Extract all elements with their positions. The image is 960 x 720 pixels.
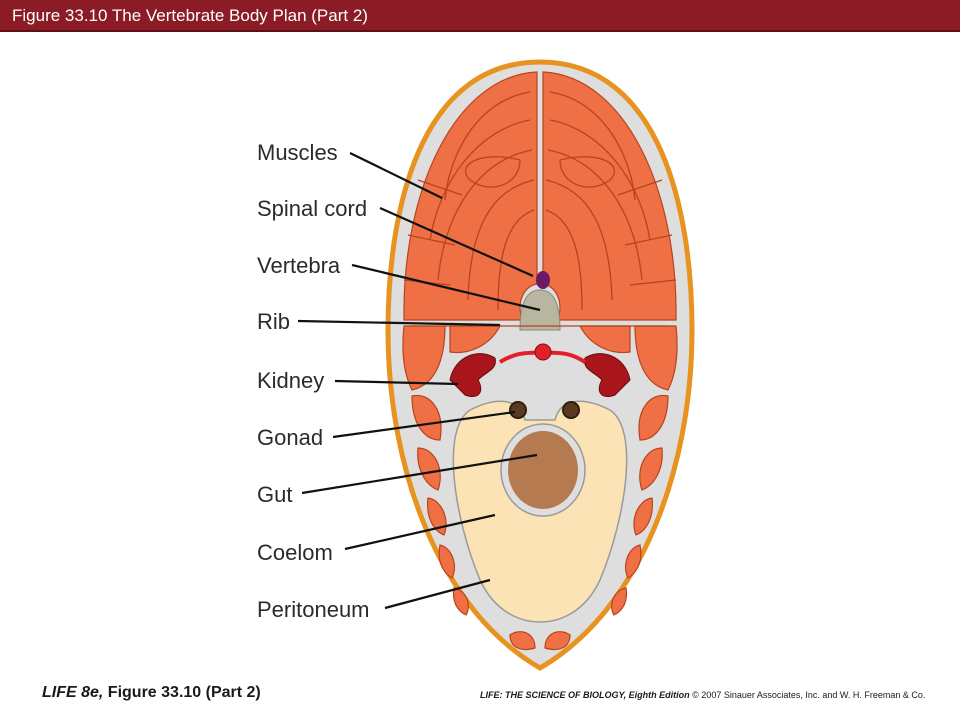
label-peritoneum: Peritoneum — [257, 597, 370, 622]
label-vertebra: Vertebra — [257, 253, 341, 278]
label-coelom: Coelom — [257, 540, 333, 565]
kidney-right — [584, 353, 631, 397]
caption-book: LIFE 8e, — [42, 684, 104, 701]
label-gut: Gut — [257, 482, 292, 507]
lateral-muscles — [402, 325, 678, 651]
dorsal-aorta — [534, 343, 552, 361]
label-gonad: Gonad — [257, 425, 323, 450]
cross-section-diagram: Muscles Spinal cord Vertebra Rib Kidney … — [257, 59, 695, 671]
figure-caption: LIFE 8e, Figure 33.10 (Part 2) — [42, 684, 261, 702]
spinal-cord — [536, 271, 550, 289]
gonad-right — [562, 401, 580, 419]
label-rib: Rib — [257, 309, 290, 334]
page-title: Figure 33.10 The Vertebrate Body Plan (P… — [12, 6, 368, 25]
leader-lines — [297, 152, 541, 610]
label-kidney: Kidney — [257, 368, 324, 393]
dorsal-muscles — [403, 71, 677, 321]
copyright-line: LIFE: THE SCIENCE OF BIOLOGY, Eighth Edi… — [480, 690, 925, 700]
title-bar: Figure 33.10 The Vertebrate Body Plan (P… — [0, 0, 960, 32]
myomere-lines — [403, 91, 677, 311]
gonad-left — [509, 401, 527, 419]
label-spinal-cord: Spinal cord — [257, 196, 367, 221]
copyright-text: © 2007 Sinauer Associates, Inc. and W. H… — [689, 690, 926, 700]
caption-figure: Figure 33.10 (Part 2) — [103, 684, 261, 701]
label-muscles: Muscles — [257, 140, 338, 165]
gut — [508, 431, 578, 509]
kidney-left — [449, 353, 496, 397]
copyright-book: LIFE: THE SCIENCE OF BIOLOGY, Eighth Edi… — [480, 690, 690, 700]
